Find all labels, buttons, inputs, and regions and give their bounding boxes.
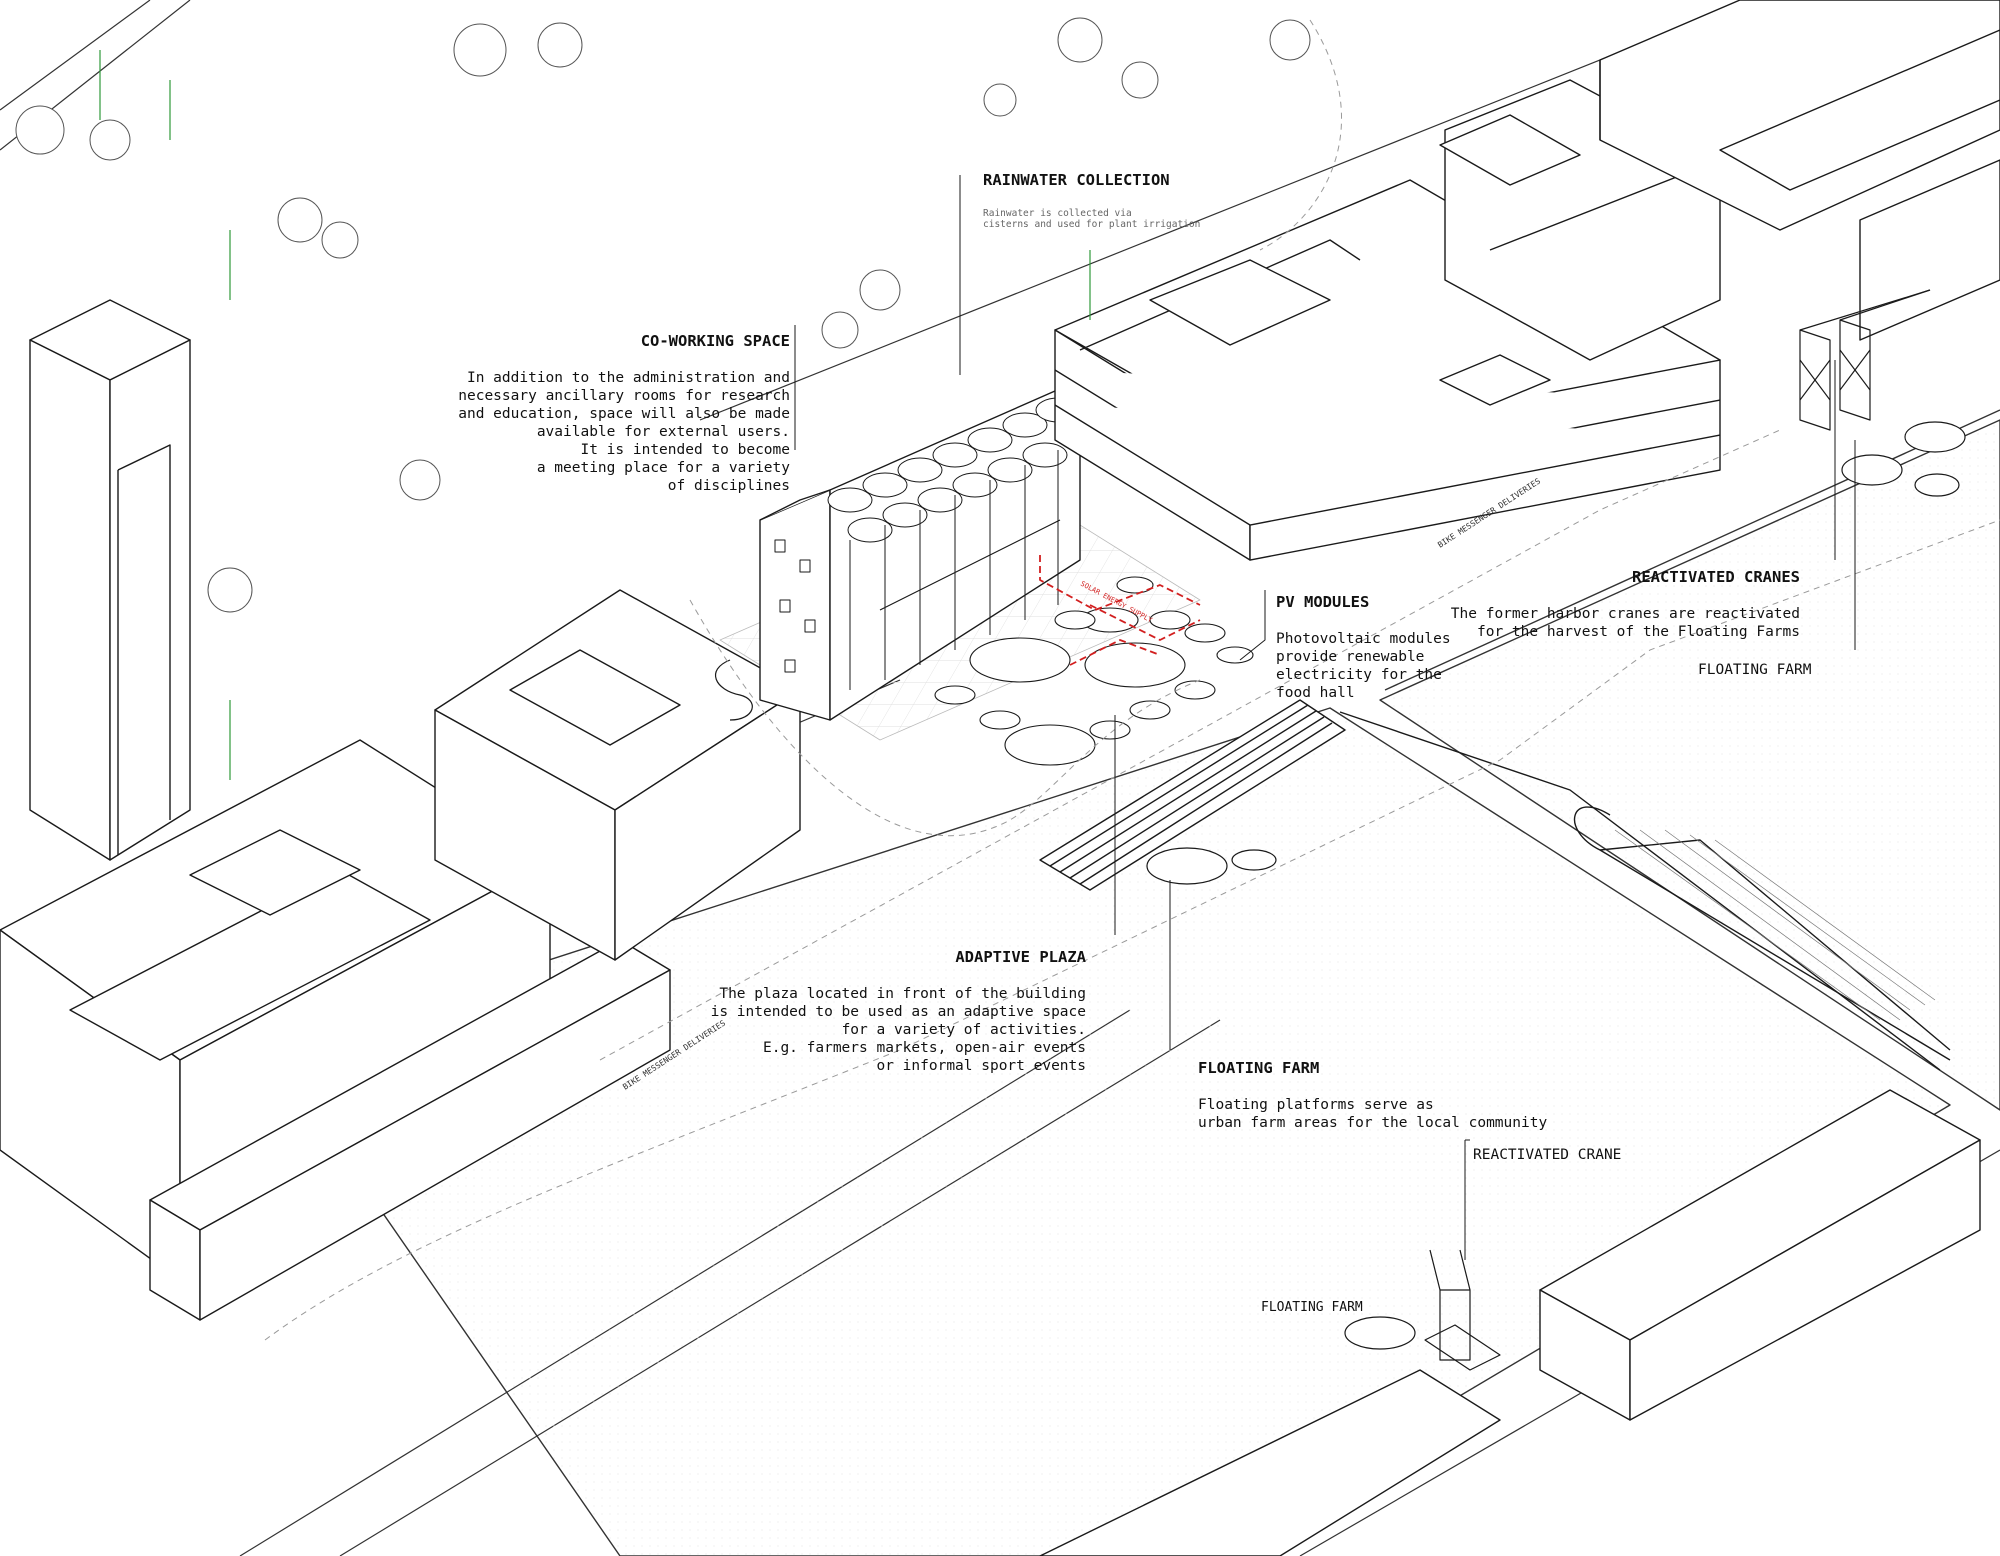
cranes-annotation: REACTIVATED CRANES The former harbor cra… (1350, 550, 1800, 659)
plaza-body: The plaza located in front of the buildi… (710, 986, 1086, 1074)
cranes-title: REACTIVATED CRANES (1632, 568, 1800, 586)
rainwater-annotation: RAINWATER COLLECTION Rainwater is collec… (983, 153, 1200, 248)
floating-farm-mid-title: FLOATING FARM (1198, 1059, 1320, 1077)
plaza-title: ADAPTIVE PLAZA (955, 948, 1086, 966)
cranes-top (1799, 289, 1931, 431)
warehouse-bottom-right (1539, 1089, 1981, 1421)
pv-annotation: PV MODULES Photovoltaic modules provide … (1276, 575, 1451, 720)
dashed-paths (264, 19, 2000, 1341)
plaza-annotation: ADAPTIVE PLAZA The plaza located in fron… (640, 930, 1086, 1093)
rainwater-title: RAINWATER COLLECTION (983, 171, 1170, 189)
floating-farm-mid-body: Floating platforms serve as urban farm a… (1198, 1097, 1548, 1131)
research-building (1054, 79, 1721, 561)
coworking-title: CO-WORKING SPACE (640, 332, 790, 350)
floating-farms (1146, 421, 1966, 1350)
office-block-mid (434, 589, 801, 961)
floating-farm-mid-annotation: FLOATING FARM Floating platforms serve a… (1198, 1041, 1547, 1150)
warehouse-bottom-center (1039, 1369, 1501, 1556)
bridge (1339, 711, 1951, 1071)
silo-building (715, 379, 1081, 721)
pv-title: PV MODULES (1276, 593, 1370, 611)
crane-bottom (1424, 1249, 1501, 1371)
crane-single-title: REACTIVATED CRANE (1473, 1147, 1622, 1163)
crane-single-annotation: REACTIVATED CRANE (1473, 1128, 1621, 1182)
cranes-body: The former harbor cranes are reactivated… (1450, 606, 1800, 640)
pv-body: Photovoltaic modules provide renewable e… (1276, 631, 1451, 701)
harbor-warehouses (1599, 0, 2000, 341)
trees (15, 17, 1311, 613)
floating-farm-right-title: FLOATING FARM (1698, 662, 1812, 678)
stepped-ramp (1039, 699, 1346, 891)
floating-farm-low-annotation: FLOATING FARM (1261, 1281, 1363, 1335)
leader-lines (794, 175, 1856, 1260)
coworking-annotation: CO-WORKING SPACE In addition to the admi… (430, 314, 790, 513)
pv-umbrellas (934, 576, 1254, 766)
tower-building (29, 299, 191, 861)
tree-stems (99, 50, 1091, 780)
solar-energy-supply-path (1039, 555, 1201, 666)
warehouse-block-left (0, 739, 551, 1281)
floating-farm-right-annotation: FLOATING FARM (1698, 643, 1812, 697)
floating-farm-low-title: FLOATING FARM (1261, 1300, 1363, 1315)
coworking-body: In addition to the administration and ne… (458, 370, 790, 494)
warehouse-block-long (149, 939, 671, 1321)
rainwater-body: Rainwater is collected via cisterns and … (983, 208, 1201, 230)
